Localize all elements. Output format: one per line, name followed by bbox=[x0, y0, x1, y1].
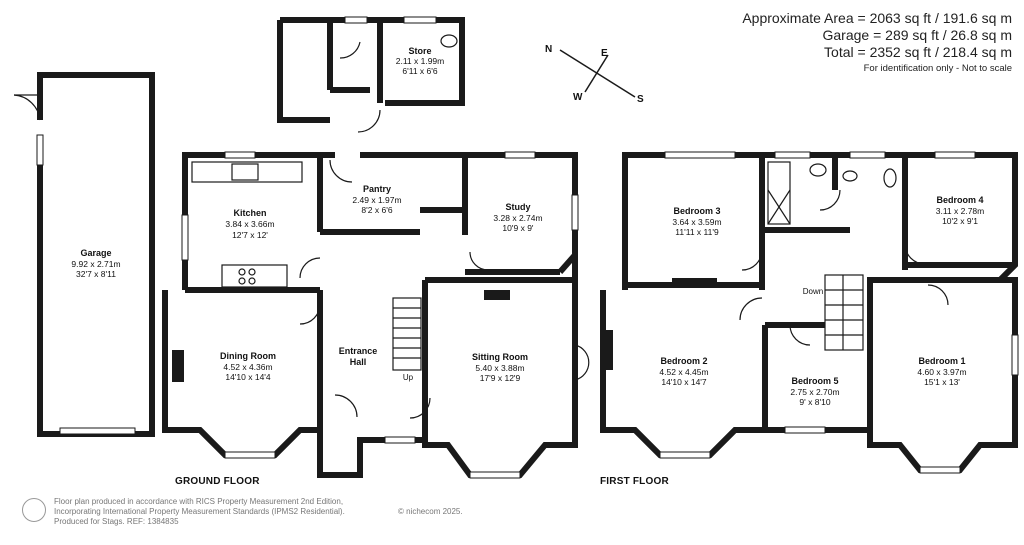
bed3-name: Bedroom 3 bbox=[673, 206, 720, 216]
footer-line-3: Produced for Stags. REF: 1384835 bbox=[54, 517, 179, 526]
bed4-imperial: 10'2 x 9'1 bbox=[942, 216, 978, 226]
garage-imperial: 32'7 x 8'11 bbox=[76, 269, 116, 279]
area-line-2: Garage = 289 sq ft / 26.8 sq m bbox=[822, 27, 1013, 43]
bed2-metric: 4.52 x 4.45m bbox=[659, 367, 708, 377]
compass-s: S bbox=[637, 94, 644, 105]
area-line-3: Total = 2352 sq ft / 218.4 sq m bbox=[824, 44, 1012, 60]
store-name: Store bbox=[408, 46, 431, 56]
sitting-name: Sitting Room bbox=[472, 352, 528, 362]
bed1-name: Bedroom 1 bbox=[918, 356, 965, 366]
dining-name: Dining Room bbox=[220, 351, 276, 361]
footer-notes: Floor plan produced in accordance with R… bbox=[54, 497, 345, 527]
store-metric: 2.11 x 1.99m bbox=[396, 56, 445, 66]
kitchen-metric: 3.84 x 3.66m bbox=[225, 219, 274, 229]
sitting-metric: 5.40 x 3.88m bbox=[475, 363, 524, 373]
stairs-up-label: Up bbox=[403, 373, 414, 382]
area-line-1: Approximate Area = 2063 sq ft / 191.6 sq… bbox=[742, 10, 1012, 26]
store-imperial: 6'11 x 6'6 bbox=[402, 66, 437, 76]
first-floor-label: FIRST FLOOR bbox=[600, 476, 669, 487]
first-floor-walls bbox=[600, 151, 1019, 474]
room-labels: Garage 9.92 x 2.71m 32'7 x 8'11 Store 2.… bbox=[71, 46, 984, 407]
store-outline bbox=[277, 16, 465, 133]
sitting-imperial: 17'9 x 12'9 bbox=[480, 373, 521, 383]
kitchen-imperial: 12'7 x 12' bbox=[232, 230, 268, 240]
bed2-imperial: 14'10 x 14'7 bbox=[661, 377, 707, 387]
bed4-metric: 3.11 x 2.78m bbox=[936, 206, 985, 216]
footer-line-1: Floor plan produced in accordance with R… bbox=[54, 497, 344, 506]
kitchen-name: Kitchen bbox=[233, 208, 266, 218]
garage-outline bbox=[13, 72, 155, 437]
pantry-metric: 2.49 x 1.97m bbox=[352, 195, 401, 205]
ground-floor-label: GROUND FLOOR bbox=[175, 476, 260, 487]
copyright: © nichecom 2025. bbox=[398, 507, 463, 516]
garage-metric: 9.92 x 2.71m bbox=[71, 259, 120, 269]
bed1-metric: 4.60 x 3.97m bbox=[917, 367, 966, 377]
compass-w: W bbox=[573, 92, 583, 103]
compass-n: N bbox=[545, 44, 552, 55]
bed5-metric: 2.75 x 2.70m bbox=[790, 387, 839, 397]
bed2-name: Bedroom 2 bbox=[660, 356, 707, 366]
compass-e: E bbox=[601, 48, 608, 59]
pantry-name: Pantry bbox=[363, 184, 391, 194]
ground-floor-walls bbox=[162, 151, 590, 479]
study-imperial: 10'9 x 9' bbox=[502, 223, 534, 233]
area-summary: Approximate Area = 2063 sq ft / 191.6 sq… bbox=[742, 10, 1012, 75]
hall-name-1: Entrance bbox=[339, 346, 378, 356]
footer-line-2: Incorporating International Property Mea… bbox=[54, 507, 345, 516]
bed4-name: Bedroom 4 bbox=[936, 195, 983, 205]
bed3-imperial: 11'11 x 11'9 bbox=[675, 227, 719, 237]
hall-name-2: Hall bbox=[350, 357, 367, 367]
study-name: Study bbox=[505, 202, 530, 212]
bed5-imperial: 9' x 8'10 bbox=[799, 397, 830, 407]
bed1-imperial: 15'1 x 13' bbox=[924, 377, 960, 387]
study-metric: 3.28 x 2.74m bbox=[493, 213, 542, 223]
bed5-name: Bedroom 5 bbox=[791, 376, 838, 386]
compass-rose-icon: N E S W bbox=[545, 44, 644, 105]
pantry-imperial: 8'2 x 6'6 bbox=[361, 205, 392, 215]
dining-imperial: 14'10 x 14'4 bbox=[225, 372, 271, 382]
garage-name: Garage bbox=[80, 248, 111, 258]
bed3-metric: 3.64 x 3.59m bbox=[672, 217, 721, 227]
rics-logo-icon bbox=[22, 498, 46, 522]
dining-metric: 4.52 x 4.36m bbox=[223, 362, 272, 372]
scale-note: For identification only - Not to scale bbox=[863, 63, 1012, 74]
stairs-down-label: Down bbox=[803, 287, 823, 296]
